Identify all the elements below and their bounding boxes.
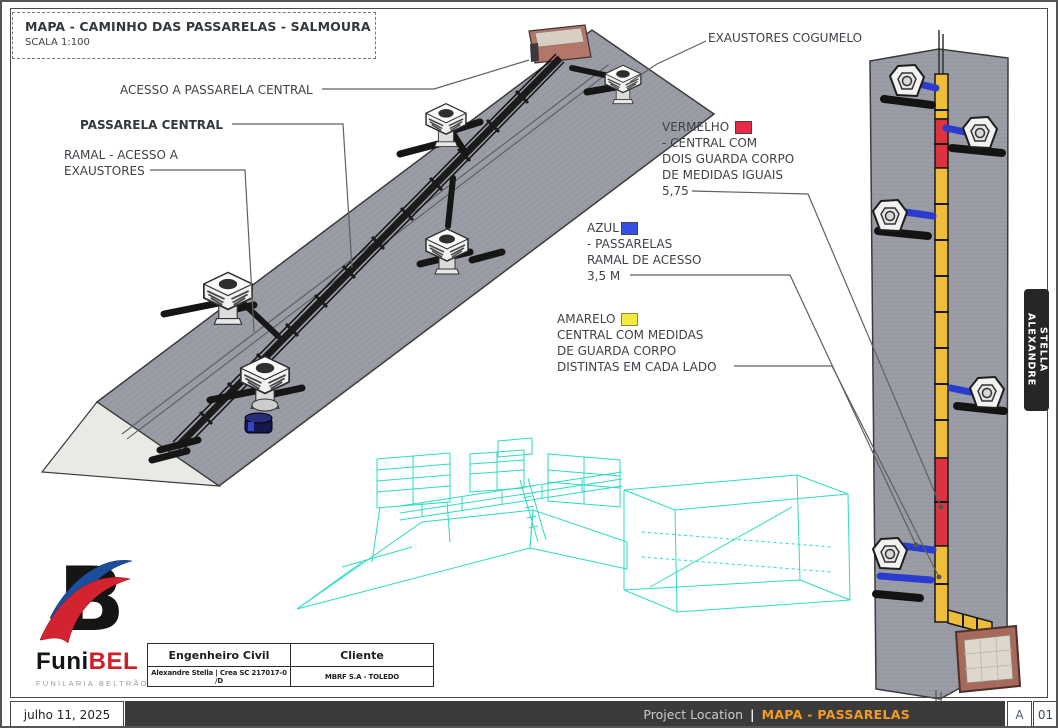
legend-vermelho-line1: - CENTRAL COM — [662, 136, 758, 150]
ramal-branches — [148, 65, 631, 464]
logo-word-black: Funi — [36, 648, 89, 675]
yellow-swatch — [621, 312, 639, 326]
blue-drum — [244, 412, 273, 434]
plan-view — [869, 30, 1022, 708]
legend-vermelho-line2: DOIS GUARDA CORPO — [662, 152, 795, 166]
label-exaustores-cogumelo: EXAUSTORES COGUMELO — [708, 31, 863, 45]
fan-base — [251, 398, 279, 412]
footer-divider: | — [750, 707, 755, 722]
date-box: julho 11, 2025 — [10, 701, 124, 726]
legend-vermelho-line3: DE MEDIDAS IGUAIS — [662, 168, 784, 182]
wireframe-model — [296, 437, 851, 613]
label-acesso-passarela: ACESSO A PASSARELA CENTRAL — [120, 83, 313, 97]
tab-name-line2: STELLA — [1037, 327, 1049, 373]
legend-vermelho-measure: 5,75 — [662, 184, 689, 198]
legend-amarelo-label: AMARELO — [557, 312, 616, 326]
legend-azul: AZUL - PASSARELAS RAMAL DE ACESSO 3,5 M — [587, 220, 701, 284]
blue-swatch — [620, 221, 638, 235]
label-ramal-line2: EXAUSTORES — [64, 164, 145, 178]
table-cell-client: MBRF S.A - TOLEDO — [290, 666, 434, 687]
legend-azul-line2: RAMAL DE ACESSO — [587, 253, 702, 267]
project-name: MAPA - PASSARELAS — [761, 707, 910, 722]
sheet-title: MAPA - CAMINHO DAS PASSARELAS - SALMOURA — [25, 19, 371, 34]
label-ramal-line1: RAMAL - ACESSO A — [64, 148, 178, 162]
table-header-client: Cliente — [290, 643, 434, 667]
legend-azul-measure: 3,5 M — [587, 269, 621, 283]
title-block: MAPA - CAMINHO DAS PASSARELAS - SALMOURA… — [12, 12, 376, 59]
plan-central-walkway — [934, 73, 993, 636]
info-table: Engenheiro Civil Cliente Alexandre Stell… — [147, 643, 434, 687]
red-swatch — [735, 120, 753, 134]
sheet-scale: SCALA 1:100 — [25, 37, 90, 48]
plan-access-house — [954, 624, 1022, 694]
company-logo: B FuniBEL FUNILARIA BELTRÃO — [36, 548, 154, 688]
table-row: Alexandre Stella | Crea SC 217017-0 /D M… — [147, 666, 434, 687]
logo-subtitle: FUNILARIA BELTRÃO — [36, 679, 149, 688]
main-roof-isometric-view — [40, 24, 716, 487]
logo-wordmark: FuniBEL — [36, 648, 154, 676]
table-header-engineer: Engenheiro Civil — [147, 643, 291, 667]
footer-bar: Project Location | MAPA - PASSARELAS — [125, 701, 1005, 726]
plan-ramal-walkways — [872, 80, 1008, 602]
engineer-name-tab: ALEXANDRE STELLA — [1024, 289, 1049, 411]
legend-amarelo: AMARELO CENTRAL COM MEDIDAS DE GUARDA CO… — [557, 311, 717, 375]
table-cell-engineer: Alexandre Stella | Crea SC 217017-0 /D — [147, 666, 291, 687]
legend-vermelho: VERMELHO - CENTRAL COM DOIS GUARDA CORPO… — [662, 119, 794, 199]
legend-azul-line1: - PASSARELAS — [587, 237, 673, 251]
legend-amarelo-line2: DE GUARDA CORPO — [557, 344, 677, 358]
legend-vermelho-label: VERMELHO — [662, 120, 730, 134]
tab-name-line1: ALEXANDRE — [1025, 313, 1037, 387]
logo-word-red: BEL — [88, 648, 139, 675]
legend-azul-label: AZUL — [587, 221, 619, 235]
leader-lines — [150, 40, 944, 580]
label-ramal: RAMAL - ACESSO A EXAUSTORES — [64, 147, 178, 179]
roof-access-house — [528, 24, 592, 64]
legend-amarelo-line1: CENTRAL COM MEDIDAS — [557, 328, 704, 342]
label-passarela-central: PASSARELA CENTRAL — [80, 118, 223, 132]
sheet-number-box: 01 — [1033, 701, 1056, 726]
project-location-label: Project Location — [643, 707, 744, 722]
logo-mark: B — [39, 548, 133, 651]
legend-amarelo-line3: DISTINTAS EM CADA LADO — [557, 360, 717, 374]
revision-box: A — [1007, 701, 1032, 726]
